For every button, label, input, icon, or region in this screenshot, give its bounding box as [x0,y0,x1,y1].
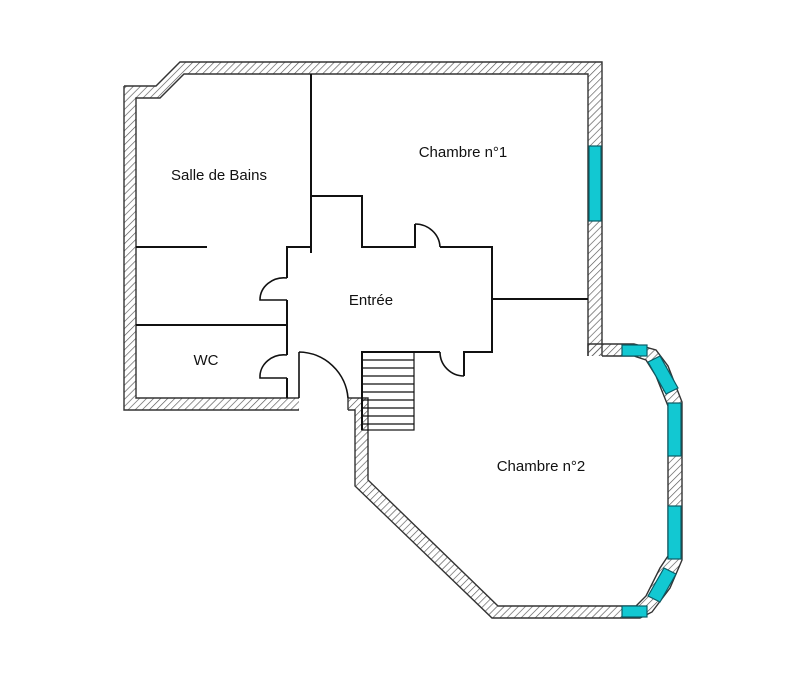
window-chambre-2-upper [667,402,682,457]
room-label-entree: Entrée [349,292,393,309]
staircase [361,351,415,431]
window-chambre-2-diagonal-upper [647,355,679,395]
exterior-wall-upper [123,61,603,411]
room-label-chambre-2: Chambre n°2 [497,458,586,475]
window-chambre-2-diagonal-lower [647,567,677,603]
door-arc-bathroom [259,277,288,301]
windows [588,145,682,618]
window-chambre-2-bottom [621,605,648,618]
window-chambre-1 [588,145,602,222]
door-arcs [259,223,465,399]
room-label-chambre-1: Chambre n°1 [419,144,508,161]
door-arc-entrance [298,351,349,399]
exterior-wall-lower [347,343,683,619]
door-arc-wc [259,354,288,379]
window-chambre-2-lower [667,505,682,560]
door-arc-chambre-2 [439,351,465,377]
window-chambre-2-top-left [621,344,648,357]
interior-partitions [136,74,588,430]
room-label-salle-de-bains: Salle de Bains [171,167,267,184]
door-arc-chambre-1 [414,223,441,248]
room-label-wc: WC [194,352,219,369]
